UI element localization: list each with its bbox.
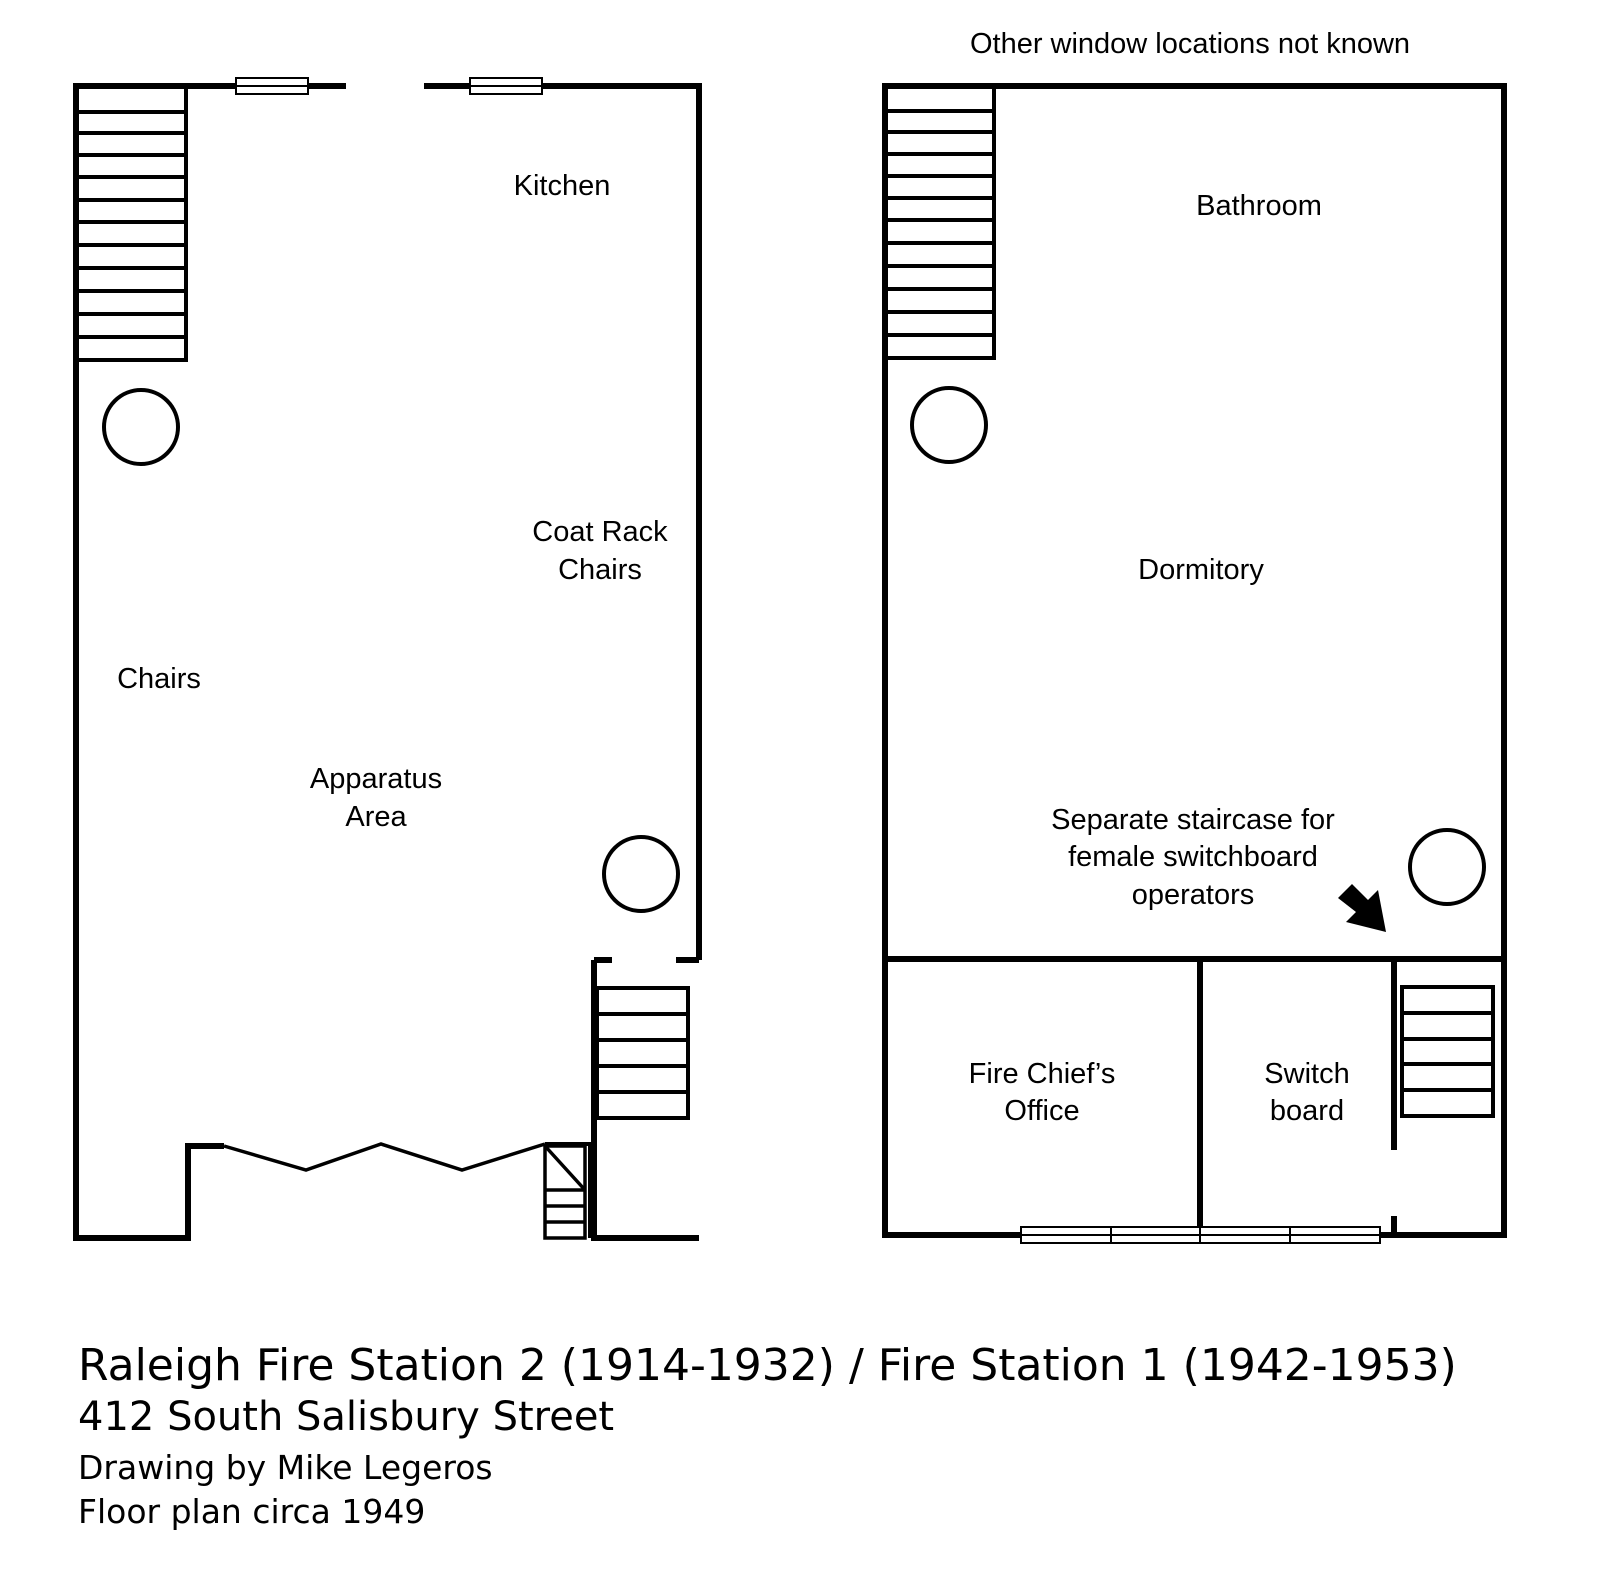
- second-floor-labels: Other window locations not known Bathroo…: [969, 28, 1410, 1127]
- label-fire-chief-office: Fire Chief’s: [969, 1058, 1116, 1090]
- fire-pole: [102, 388, 180, 466]
- second-floor-main-staircase: [885, 86, 996, 360]
- caption-date: Floor plan circa 1949: [78, 1492, 426, 1531]
- label-chairs: Chairs: [117, 663, 201, 695]
- fire-pole: [1408, 828, 1486, 906]
- label-coat-rack: Coat Rack: [532, 516, 668, 548]
- first-floor-windows: [235, 77, 543, 95]
- first-floor-switchboard-staircase: [595, 986, 690, 1120]
- window-note: Other window locations not known: [970, 28, 1410, 60]
- label-switch: Switch: [1264, 1058, 1349, 1090]
- second-floor-poles: [910, 386, 1486, 906]
- label-staircase-note-1: Separate staircase for: [1051, 804, 1335, 836]
- first-floor-labels: Kitchen Coat Rack Chairs Chairs Apparatu…: [117, 170, 668, 833]
- caption-address: 412 South Salisbury Street: [78, 1394, 615, 1440]
- label-dormitory: Dormitory: [1138, 554, 1264, 586]
- label-apparatus-area: Area: [345, 801, 407, 833]
- label-apparatus: Apparatus: [310, 763, 442, 795]
- second-floor-switchboard-staircase: [1400, 985, 1495, 1118]
- caption-credit: Drawing by Mike Legeros: [78, 1448, 493, 1487]
- first-floor-main-staircase: [76, 86, 188, 362]
- label-kitchen: Kitchen: [514, 170, 611, 202]
- caption-title: Raleigh Fire Station 2 (1914-1932) / Fir…: [78, 1340, 1457, 1391]
- fire-pole: [602, 835, 680, 913]
- label-staircase-note-3: operators: [1132, 879, 1255, 911]
- arrow-icon: [1338, 884, 1386, 932]
- second-floor-windows: [1020, 1226, 1381, 1244]
- first-floor-poles: [102, 388, 680, 913]
- label-coat-rack-chairs: Chairs: [558, 554, 642, 586]
- fire-pole: [910, 386, 988, 464]
- label-bathroom: Bathroom: [1196, 190, 1322, 222]
- front-wall-right: [545, 1142, 592, 1238]
- label-staircase-note-2: female switchboard: [1068, 841, 1318, 873]
- label-board: board: [1270, 1095, 1344, 1127]
- first-floor-entry-steps: [543, 1144, 587, 1240]
- label-office: Office: [1004, 1095, 1079, 1127]
- front-folding-doors: [223, 1142, 546, 1172]
